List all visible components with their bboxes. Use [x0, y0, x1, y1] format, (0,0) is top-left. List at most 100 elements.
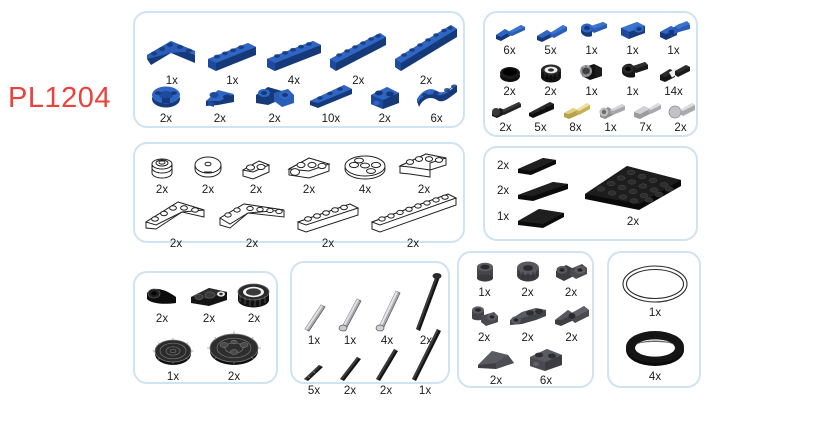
black-wedge-icon	[142, 281, 182, 311]
black-friction-pin-icon	[657, 62, 691, 84]
part-axle-gray-3: 1x	[296, 293, 332, 348]
qty-label: 2x	[406, 238, 420, 250]
part-gray-brick: 6x	[521, 345, 571, 388]
part-blue-elbow-connector: 1x	[571, 19, 612, 58]
row-gears: 1x	[145, 329, 275, 384]
part-gray-toothed-bush: 2x	[506, 259, 549, 300]
part-white-ring: 1x	[618, 263, 692, 320]
blue-angled-beam-icon	[143, 33, 201, 73]
blue-thin-beam-3-icon	[306, 81, 356, 111]
row-gray-3: 2x 6x	[471, 345, 593, 388]
part-blue-beam-7: 4x	[262, 39, 325, 88]
part-black-disc: 2x	[489, 64, 530, 99]
part-axle-black-4: 2x	[368, 345, 404, 398]
part-gold-pin: 8x	[558, 100, 593, 135]
qty-label: 6x	[503, 45, 516, 57]
blue-beams-panel: 1x 1x	[133, 11, 465, 128]
qty-label: 4x	[358, 184, 372, 196]
qty-label: 2x	[379, 385, 393, 397]
white-pulley-icon	[342, 152, 388, 182]
qty-label: 1x	[226, 75, 239, 87]
part-black-steering-link: 2x	[185, 283, 233, 326]
qty-label: 1x	[626, 45, 639, 57]
qty-label: 2x	[302, 184, 316, 196]
part-blue-connector: 2x	[193, 81, 247, 126]
part-gray-pin-short: 1x	[593, 100, 628, 135]
qty-label: 2x	[564, 287, 578, 299]
white-beam-13-icon	[368, 192, 458, 236]
qty-label: 7x	[639, 122, 652, 134]
part-axle-black-8: 2x	[406, 271, 446, 348]
black-rubber-band-icon	[623, 327, 687, 369]
part-gray-u-joint: 2x	[550, 302, 593, 345]
part-gray-double-pin: 2x	[549, 259, 593, 300]
part-blue-split-pin: 1x	[653, 19, 694, 58]
qty-label: 1x	[604, 122, 617, 134]
part-black-angle-connector: 1x	[612, 60, 653, 99]
qty-label: 2x	[249, 184, 263, 196]
part-white-connector-beam: 2x	[281, 152, 337, 197]
part-black-friction-pin: 14x	[653, 62, 694, 99]
black-angle-connector-icon	[617, 60, 649, 84]
part-blue-beam-9: 2x	[326, 31, 391, 88]
blue-beam-9-icon	[326, 31, 390, 73]
black-baseplate-icon	[581, 162, 685, 214]
part-blue-pin-axle: 5x	[530, 21, 571, 58]
qty-label: 1x	[165, 75, 178, 87]
part-black-baseplate: 2x	[580, 162, 686, 229]
part-axle-gray-5: 4x	[368, 283, 406, 348]
qty-label: 1x	[497, 211, 510, 224]
gray-toothed-bush-icon	[513, 259, 543, 285]
gray-elbow-icon	[468, 302, 500, 330]
blue-elbow-connector-icon	[576, 19, 608, 43]
qty-label: 2x	[477, 332, 491, 344]
part-white-bushing: 2x	[139, 152, 185, 197]
qty-label: 2x	[419, 75, 433, 87]
part-blue-bush-connector: 1x	[612, 19, 653, 58]
qty-label: 1x	[343, 335, 357, 347]
row-blue-small-parts: 2x 2x	[139, 79, 463, 126]
qty-label: 2x	[213, 113, 226, 125]
qty-label: 1x	[418, 385, 432, 397]
axle-gray-3-icon	[299, 293, 329, 333]
qty-label: 5x	[544, 45, 557, 57]
qty-label: 1x	[307, 335, 321, 347]
blue-double-connector-icon	[252, 79, 298, 111]
axle-black-4-icon	[371, 345, 401, 383]
white-beam-7-icon	[294, 200, 362, 236]
blue-brick-icon	[365, 81, 405, 111]
part-white-pulley: 4x	[337, 152, 393, 197]
part-gray-ball-pin: 2x	[663, 100, 698, 135]
qty-label: 5x	[307, 385, 321, 397]
qty-label: 2x	[159, 113, 172, 125]
gray-slope-icon	[474, 345, 518, 373]
axle-black-8-icon	[410, 271, 442, 333]
blue-beam-7-icon	[263, 39, 325, 73]
qty-label: 2x	[497, 160, 510, 173]
part-axle-black-2: 5x	[296, 357, 332, 398]
row-axles-top: 1x 1x	[296, 271, 448, 348]
qty-label: 2x	[503, 86, 516, 98]
part-white-beam-2: 2x	[231, 154, 281, 197]
qty-label: 2x	[544, 86, 557, 98]
part-axle-gray-4: 1x	[332, 289, 368, 348]
qty-label: 2x	[489, 375, 503, 387]
black-tile-small-icon	[515, 156, 559, 178]
qty-label: 2x	[378, 113, 391, 125]
qty-label: 1x	[166, 371, 180, 383]
row-black-bushings: 2x	[489, 60, 697, 99]
row-dark-parts: 2x 2x	[139, 281, 277, 326]
qty-label: 10x	[321, 113, 341, 125]
qty-label: 1x	[626, 86, 639, 98]
qty-label: 1x	[585, 86, 598, 98]
gray-steering-arm-icon	[506, 302, 550, 330]
axles-panel: 1x 1x	[290, 261, 450, 397]
qty-label: 14x	[664, 86, 683, 98]
qty-label: 2x	[155, 313, 169, 325]
qty-label: 2x	[155, 184, 169, 196]
qty-label: 2x	[343, 385, 357, 397]
gray-parts-panel: 1x 2x	[457, 251, 594, 388]
qty-label: 2x	[419, 335, 433, 347]
white-l-beam-icon	[142, 196, 210, 236]
